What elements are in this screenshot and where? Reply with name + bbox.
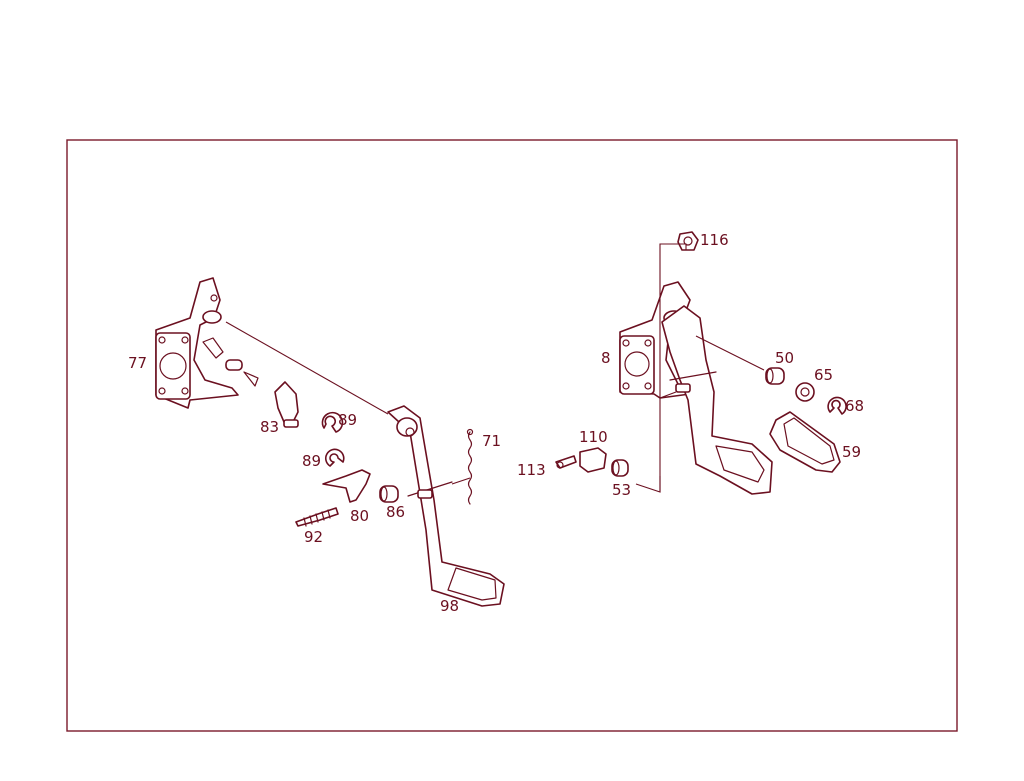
callout-8: 8 [601, 349, 611, 367]
part-65-washer [795, 382, 815, 402]
part-53-bushing [611, 459, 629, 477]
callout-53: 53 [612, 481, 631, 499]
callout-89-lower: 89 [302, 452, 321, 470]
part-116-nut [677, 231, 699, 251]
part-68-circlip [827, 396, 847, 415]
part-86-bushing [379, 485, 399, 503]
callout-98: 98 [440, 597, 459, 615]
callout-92: 92 [304, 528, 323, 546]
callout-89-upper: 89 [338, 411, 357, 429]
callout-110: 110 [579, 428, 608, 446]
part-89-circlip-lower [324, 448, 345, 467]
callout-83: 83 [260, 418, 279, 436]
part-59-pedal-pad [769, 411, 841, 473]
part-110-clip [579, 447, 607, 473]
callout-77: 77 [128, 354, 147, 372]
part-92-screw [295, 507, 339, 527]
part-77-bracket [155, 277, 259, 409]
diagram-frame [66, 139, 958, 732]
callout-59: 59 [842, 443, 861, 461]
part-98-pedal [387, 405, 505, 607]
callout-50: 50 [775, 349, 794, 367]
part-89-circlip-upper [321, 411, 344, 433]
callout-86: 86 [386, 503, 405, 521]
part-113-pin [555, 455, 577, 469]
callout-80: 80 [350, 507, 369, 525]
callout-68: 68 [845, 397, 864, 415]
part-right-pedal [661, 305, 773, 495]
callout-71: 71 [482, 432, 501, 450]
part-83-clip [274, 381, 299, 428]
callout-116: 116 [700, 231, 729, 249]
part-71-spring [466, 428, 474, 505]
part-50-bushing [765, 367, 785, 385]
callout-113: 113 [517, 461, 546, 479]
part-80-lever [322, 469, 371, 503]
callout-65: 65 [814, 366, 833, 384]
